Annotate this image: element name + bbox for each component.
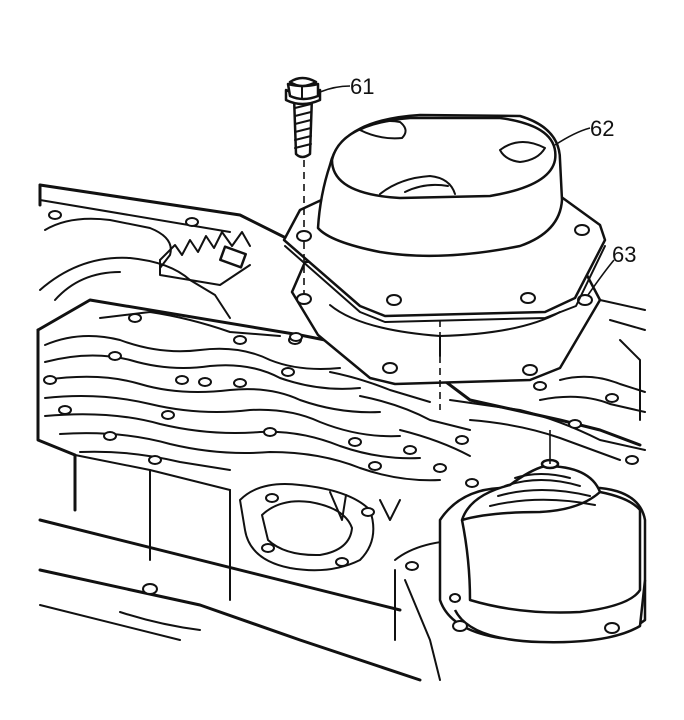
callout-61: 61	[350, 74, 374, 99]
callouts: 61 62 63	[319, 74, 636, 296]
leader-61	[319, 85, 351, 93]
transmission-case	[36, 183, 646, 682]
bolt-61	[284, 76, 322, 159]
callout-63: 63	[612, 242, 636, 267]
leader-62	[554, 127, 591, 146]
installed-servo-piston	[438, 458, 647, 644]
servo-cover-62	[282, 113, 607, 323]
leader-63	[587, 259, 615, 296]
callout-62: 62	[590, 116, 614, 141]
alignment-lines	[303, 160, 551, 464]
